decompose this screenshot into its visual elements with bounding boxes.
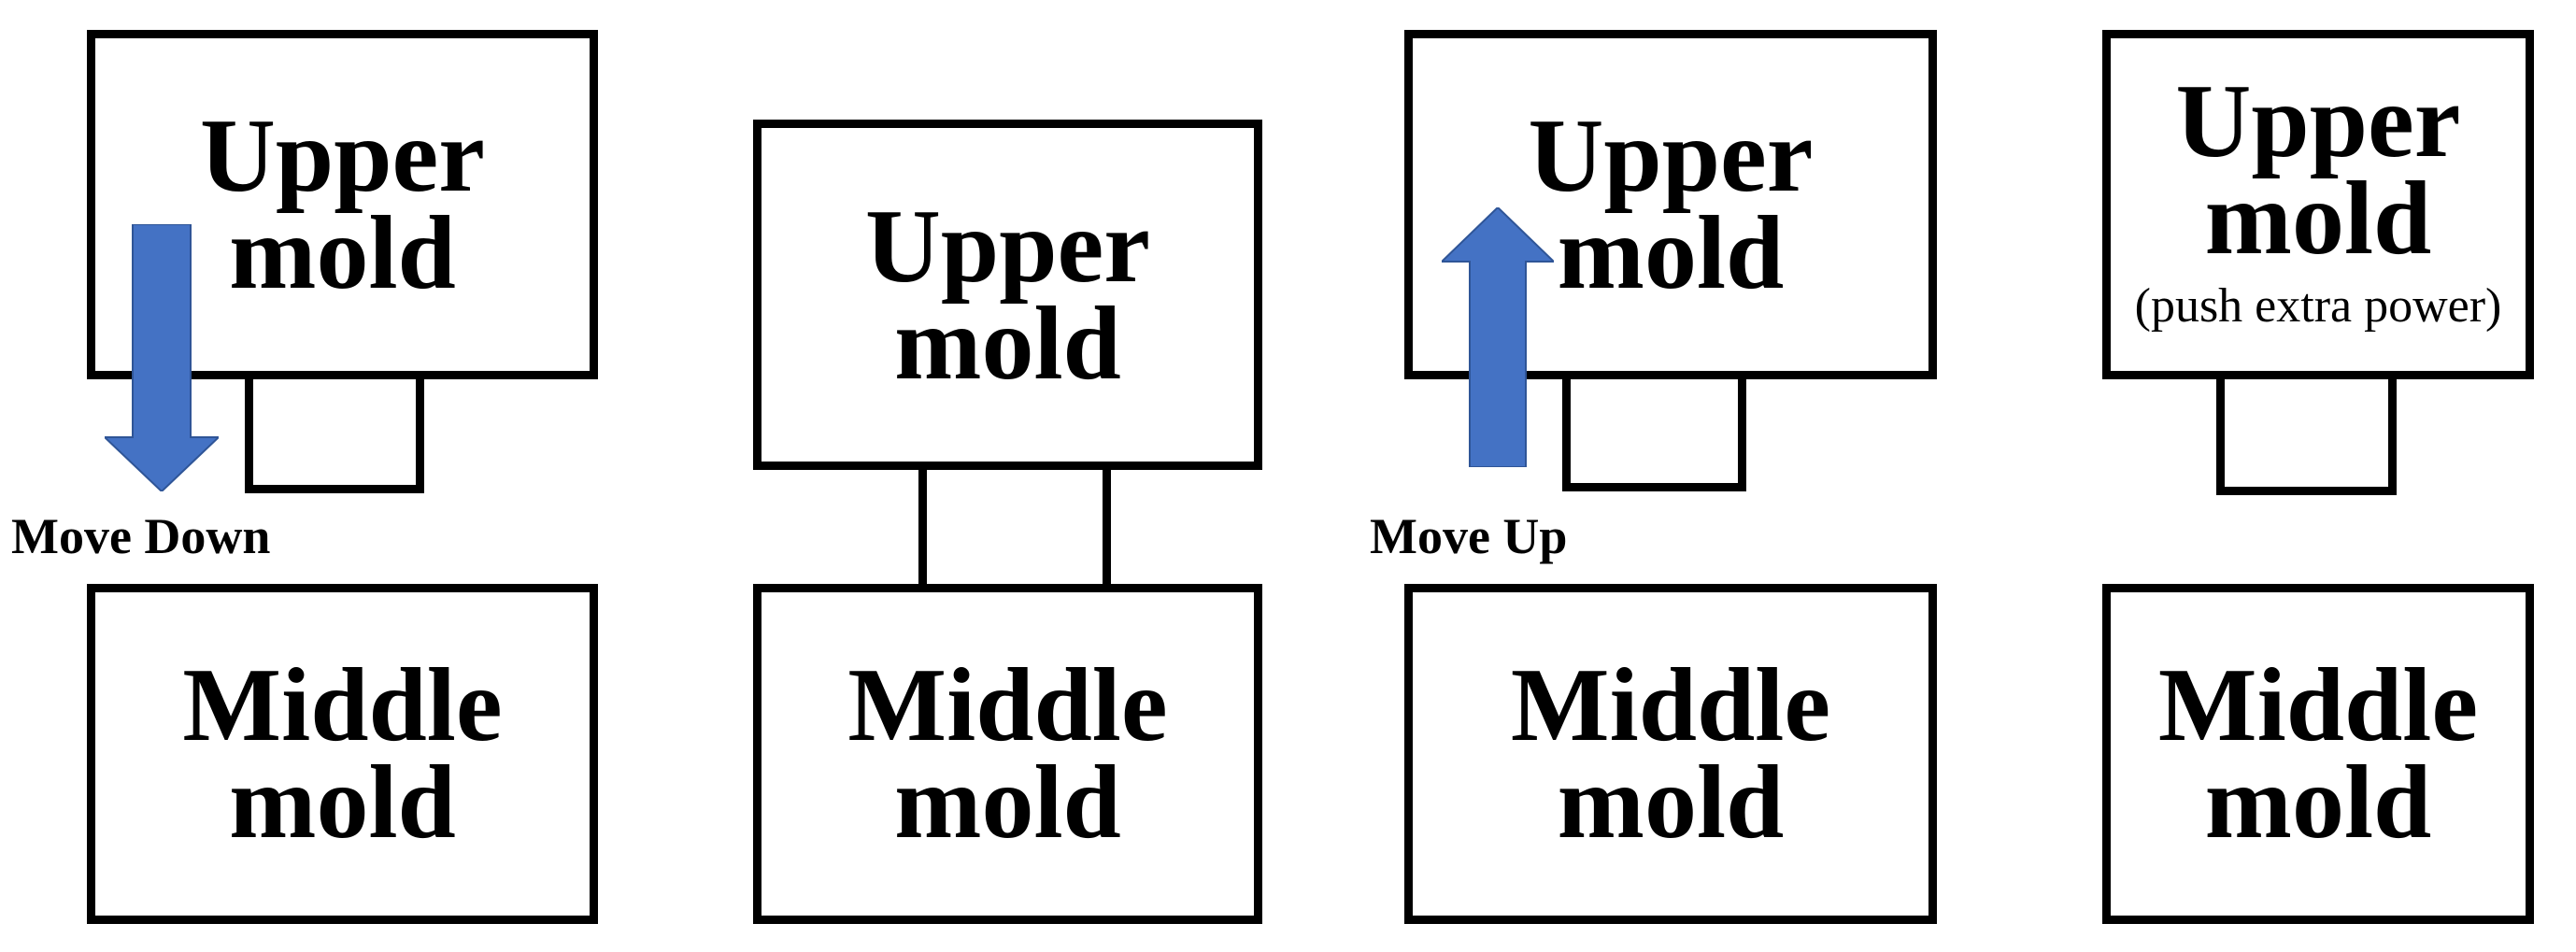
middle-mold-label-step2: Middle mold <box>847 647 1168 860</box>
upper-mold-line1: Upper <box>1528 98 1814 214</box>
move-down-arrow-icon <box>105 224 219 491</box>
middle-mold-line1: Middle <box>847 647 1168 763</box>
middle-mold-line1: Middle <box>1510 647 1831 763</box>
middle-mold-line2: mold <box>229 745 456 860</box>
upper-mold-box-step4: Upper mold (push extra power) <box>2102 30 2534 379</box>
middle-mold-label-step1: Middle mold <box>182 647 503 860</box>
mold-core-stub-step1 <box>245 371 424 493</box>
middle-mold-box-step1: Middle mold <box>87 584 598 924</box>
middle-mold-line1: Middle <box>182 647 503 763</box>
upper-mold-label-step1: Upper mold <box>200 98 485 311</box>
move-up-arrow-icon <box>1442 207 1554 467</box>
mold-core-stub-step4 <box>2216 371 2397 495</box>
upper-mold-line1: Upper <box>200 98 485 214</box>
middle-mold-line1: Middle <box>2157 647 2479 763</box>
upper-mold-box-step2: Upper mold <box>753 120 1262 470</box>
mold-core-inserted-step2 <box>918 462 1111 592</box>
upper-mold-line1: Upper <box>865 188 1150 305</box>
push-extra-power-note: (push extra power) <box>2134 279 2502 333</box>
upper-mold-label-step2: Upper mold <box>865 188 1150 402</box>
move-down-label: Move Down <box>11 508 271 564</box>
upper-mold-label-step3: Upper mold <box>1528 98 1814 311</box>
mold-core-stub-step3 <box>1562 371 1746 491</box>
upper-mold-line2: mold <box>229 195 456 311</box>
middle-mold-box-step3: Middle mold <box>1404 584 1937 924</box>
upper-mold-line2: mold <box>894 285 1121 402</box>
middle-mold-label-step4: Middle mold <box>2157 647 2479 860</box>
middle-mold-line2: mold <box>2204 745 2432 860</box>
middle-mold-box-step2: Middle mold <box>753 584 1262 924</box>
upper-mold-line1: Upper <box>2175 64 2461 179</box>
middle-mold-line2: mold <box>1557 745 1785 860</box>
middle-mold-line2: mold <box>894 745 1121 860</box>
upper-mold-line2: mold <box>1557 195 1785 311</box>
middle-mold-box-step4: Middle mold <box>2102 584 2534 924</box>
upper-mold-label-step4: Upper mold (push extra power) <box>2134 64 2502 336</box>
upper-mold-line2: mold <box>2204 161 2432 277</box>
middle-mold-label-step3: Middle mold <box>1510 647 1831 860</box>
move-up-label: Move Up <box>1370 508 1568 564</box>
